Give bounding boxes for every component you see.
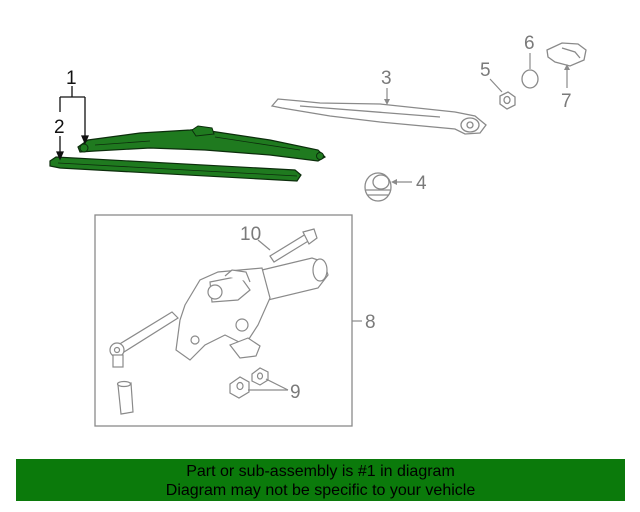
callout-9: 9 bbox=[290, 382, 301, 403]
arm-cover[interactable] bbox=[546, 42, 587, 67]
banner-line-2: Diagram may not be specific to your vehi… bbox=[165, 482, 476, 499]
wiper-arm[interactable] bbox=[270, 98, 487, 135]
bolt[interactable] bbox=[269, 228, 318, 263]
callout-10: 10 bbox=[240, 224, 261, 245]
leader-1-2 bbox=[56, 86, 89, 161]
callout-4: 4 bbox=[416, 173, 427, 194]
callout-2: 2 bbox=[54, 117, 65, 138]
arm-cap[interactable] bbox=[521, 69, 539, 89]
callout-1: 1 bbox=[66, 68, 77, 89]
arrow-4 bbox=[391, 179, 397, 185]
leader-5 bbox=[489, 78, 503, 93]
banner-line-1: Part or sub-assembly is #1 in diagram bbox=[186, 463, 455, 480]
arrow-7 bbox=[564, 64, 570, 70]
wiper-blade-assembly[interactable] bbox=[77, 125, 326, 162]
callout-6: 6 bbox=[524, 33, 535, 54]
wiper-motor[interactable] bbox=[175, 257, 329, 361]
callout-5: 5 bbox=[480, 60, 491, 81]
arrow-3 bbox=[384, 99, 390, 105]
leader-10 bbox=[257, 239, 271, 251]
wiper-refill[interactable] bbox=[49, 156, 302, 182]
linkage-rod[interactable] bbox=[109, 311, 179, 368]
grommet[interactable] bbox=[364, 172, 392, 202]
info-banner: Part or sub-assembly is #1 in diagram Di… bbox=[16, 459, 625, 501]
bushing[interactable] bbox=[116, 380, 134, 415]
spacers[interactable] bbox=[229, 367, 269, 399]
nut[interactable] bbox=[499, 91, 516, 110]
callout-7: 7 bbox=[561, 91, 572, 112]
callout-8: 8 bbox=[365, 312, 376, 333]
callout-3: 3 bbox=[381, 68, 392, 89]
parts-diagram: 1 2 3 4 5 6 7 8 bbox=[49, 33, 587, 427]
leader-9 bbox=[248, 378, 289, 391]
